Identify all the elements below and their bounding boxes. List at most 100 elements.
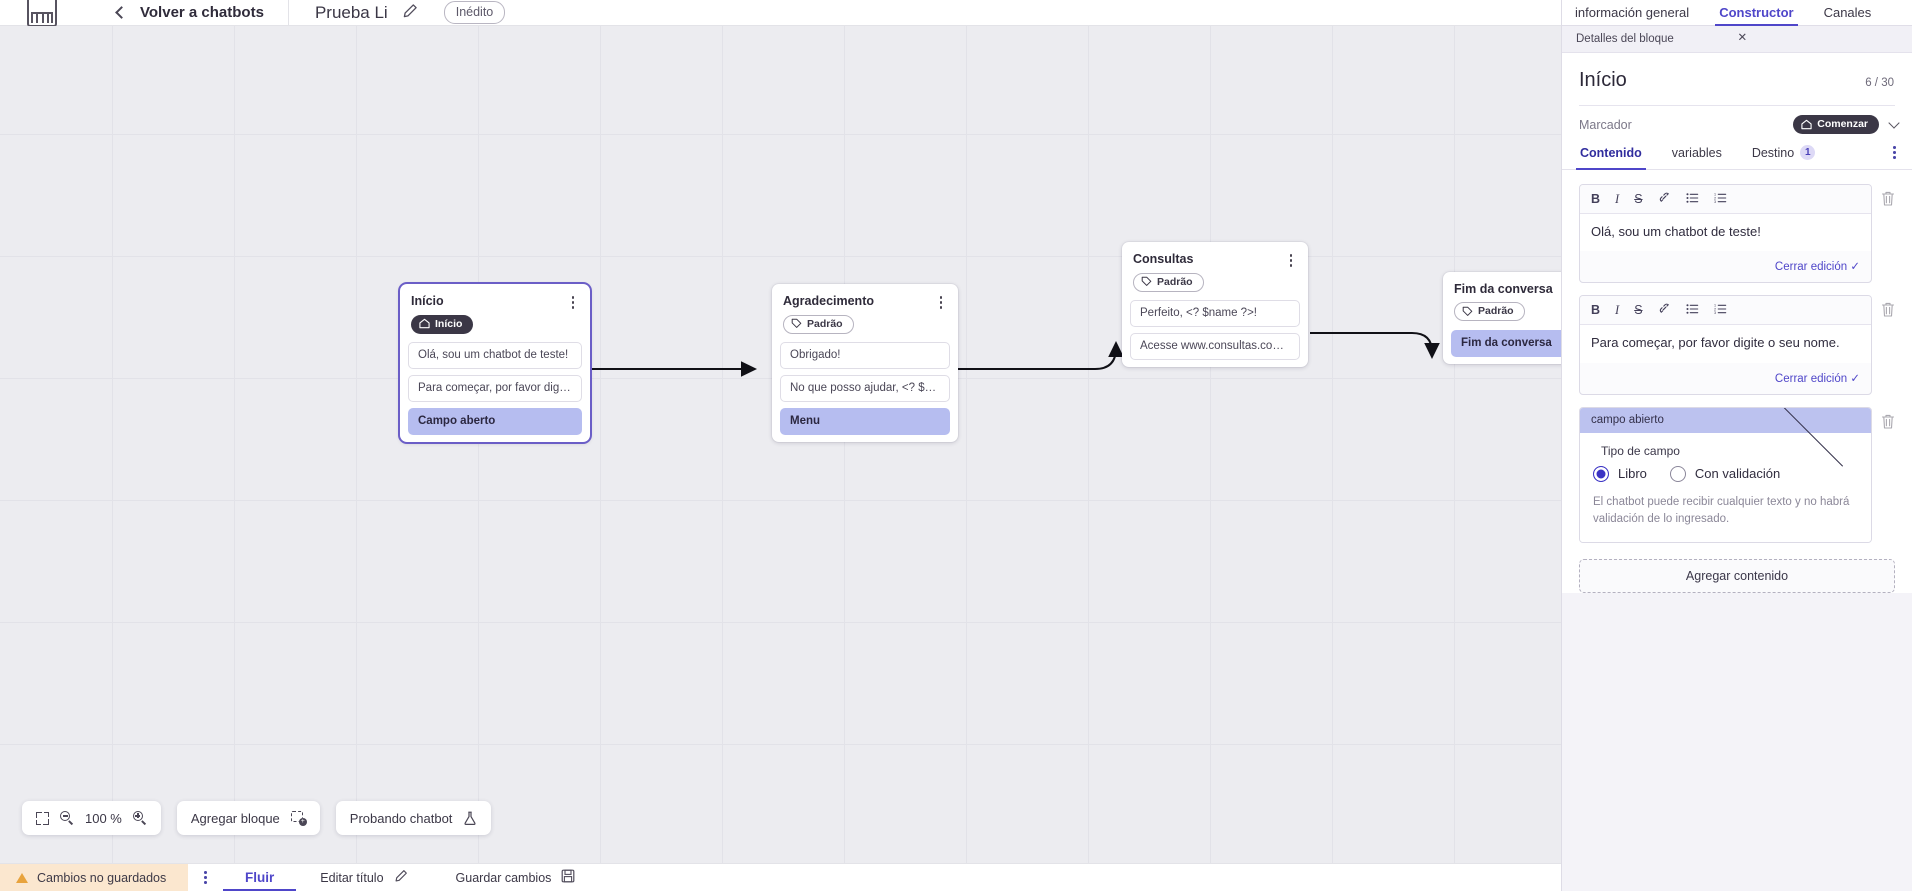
node-menu-icon[interactable] — [934, 294, 948, 309]
close-edit-link[interactable]: Cerrar edición ✓ — [1774, 372, 1860, 385]
tab-destino[interactable]: Destino 1 — [1752, 145, 1816, 169]
svg-text:3: 3 — [1714, 200, 1716, 204]
trash-icon[interactable] — [1880, 413, 1896, 430]
kebab-menu-icon[interactable] — [188, 864, 223, 891]
node-row[interactable]: Olá, sou um chatbot de teste! — [408, 342, 582, 370]
tag-icon — [791, 318, 802, 329]
add-block-icon: + — [290, 811, 307, 826]
node-tag-default: Padrão — [1454, 302, 1525, 321]
radio-con-validacion-label[interactable]: Con validación — [1694, 466, 1781, 482]
radio-libro-label[interactable]: Libro — [1618, 466, 1647, 482]
add-content-button[interactable]: Agregar contenido — [1579, 559, 1895, 594]
flow-node-consultas[interactable]: Consultas Padrão Perfeito, <? $name ?>! … — [1122, 242, 1308, 368]
svg-text:1: 1 — [1714, 304, 1716, 308]
node-tag-label: Padrão — [807, 317, 843, 330]
node-row[interactable]: Para começar, por favor digite o ... — [408, 375, 582, 403]
strikethrough-icon[interactable]: S — [1634, 302, 1643, 317]
add-block-button[interactable]: Agregar bloque + — [176, 801, 320, 835]
node-menu-icon[interactable] — [1284, 252, 1298, 267]
marcador-badge[interactable]: Comenzar — [1793, 115, 1879, 134]
close-edit-link[interactable]: Cerrar edición ✓ — [1774, 261, 1860, 274]
canvas-toolbar: 100 % Agregar bloque + Probando chatbot — [22, 801, 492, 835]
pencil-icon[interactable] — [402, 3, 418, 23]
node-row[interactable]: Obrigado! — [780, 342, 950, 370]
fit-screen-icon[interactable] — [36, 811, 49, 825]
back-to-chatbots-link[interactable]: Volver a chatbots — [140, 4, 264, 21]
kebab-menu-icon[interactable] — [1893, 145, 1900, 168]
radio-libro[interactable] — [1593, 465, 1609, 482]
flow-node-fim-da-conversa[interactable]: Fim da conversa Padrão Fim da conversa — [1443, 272, 1561, 364]
trash-icon[interactable] — [1880, 301, 1896, 318]
divider — [1579, 105, 1895, 106]
node-header: Fim da conversa — [1443, 272, 1561, 296]
tab-canales[interactable]: Canales — [1823, 5, 1872, 20]
node-title: Consultas — [1133, 252, 1194, 266]
tab-variables[interactable]: variables — [1672, 146, 1722, 169]
unsaved-changes-label: Cambios no guardados — [37, 870, 167, 885]
content-tab-bar: Contenido variables Destino 1 — [1562, 134, 1912, 170]
chatbot-name: Prueba Li — [314, 2, 388, 22]
svg-text:3: 3 — [1714, 311, 1716, 315]
destino-badge: 1 — [1800, 145, 1816, 160]
node-row[interactable]: Menu — [780, 408, 950, 436]
trash-icon[interactable] — [1880, 190, 1896, 207]
node-row[interactable]: Campo aberto — [408, 408, 582, 436]
node-row[interactable]: Perfeito, <? $name ?>! — [1130, 300, 1300, 328]
node-rows: Obrigado! No que posso ajudar, <? $name … — [772, 342, 958, 436]
page-title: Início — [1579, 69, 1627, 91]
node-row[interactable]: No que posso ajudar, <? $name ... — [780, 375, 950, 403]
editor-text[interactable]: Para começar, por favor digite o seu nom… — [1580, 324, 1871, 363]
flow-node-inicio[interactable]: Início Início Olá, sou um chatbot de tes… — [400, 284, 590, 443]
marcador-row: Marcador Comenzar — [1562, 106, 1912, 134]
save-disk-icon — [561, 869, 575, 886]
block-title-row: Início 6 / 30 — [1562, 53, 1912, 92]
edit-title-button[interactable]: Editar título — [296, 864, 431, 891]
node-tag-row: Padrão — [772, 309, 958, 343]
marcador-badge-label: Comenzar — [1817, 118, 1868, 130]
tab-constructor[interactable]: Constructor — [1715, 0, 1798, 26]
save-changes-button[interactable]: Guardar cambios — [432, 864, 600, 891]
test-chatbot-button[interactable]: Probando chatbot — [335, 801, 492, 835]
bold-icon[interactable]: B — [1591, 191, 1601, 206]
svg-text:1: 1 — [1714, 192, 1716, 196]
bullet-list-icon[interactable] — [1686, 303, 1699, 318]
italic-icon[interactable]: I — [1615, 302, 1620, 317]
link-icon[interactable] — [1658, 191, 1671, 207]
chevron-left-icon[interactable] — [115, 6, 128, 19]
node-row[interactable]: Acesse www.consultas.com par... — [1130, 333, 1300, 361]
app-logo-icon[interactable] — [27, 0, 57, 27]
tab-fluir[interactable]: Fluir — [223, 864, 297, 891]
bullet-list-icon[interactable] — [1686, 192, 1699, 207]
editor-text[interactable]: Olá, sou um chatbot de teste! — [1580, 213, 1871, 252]
flow-canvas[interactable]: Início Início Olá, sou um chatbot de tes… — [0, 26, 1561, 863]
radio-con-validacion[interactable] — [1669, 465, 1686, 482]
tab-informacion-general[interactable]: información general — [1575, 5, 1690, 20]
zoom-in-icon[interactable] — [132, 811, 147, 825]
italic-icon[interactable]: I — [1615, 191, 1620, 206]
field-block-header[interactable]: campo abierto — [1580, 407, 1871, 472]
tab-contenido[interactable]: Contenido — [1576, 146, 1646, 170]
status-bar: Cambios no guardados Fluir Editar título… — [0, 863, 1561, 891]
flow-node-agradecimento[interactable]: Agradecimento Padrão Obrigado! No que po… — [772, 284, 958, 443]
chevron-down-icon[interactable] — [1888, 116, 1900, 129]
field-block-body: Tipo de campo Libro Con validación El ch… — [1580, 432, 1871, 543]
flow-edges — [591, 332, 1440, 377]
node-menu-icon[interactable] — [566, 294, 580, 309]
app-logo-glyph — [31, 11, 53, 23]
zoom-out-icon[interactable] — [60, 811, 74, 825]
strikethrough-icon[interactable]: S — [1634, 191, 1643, 206]
link-icon[interactable] — [1658, 302, 1671, 318]
close-icon[interactable]: ✕ — [1737, 32, 1748, 45]
panel-tab-bar: información general Constructor Canales — [1562, 0, 1912, 26]
bold-icon[interactable]: B — [1591, 302, 1601, 317]
unsaved-changes-badge: Cambios no guardados — [0, 864, 189, 891]
node-row[interactable]: Fim da conversa — [1451, 329, 1561, 357]
